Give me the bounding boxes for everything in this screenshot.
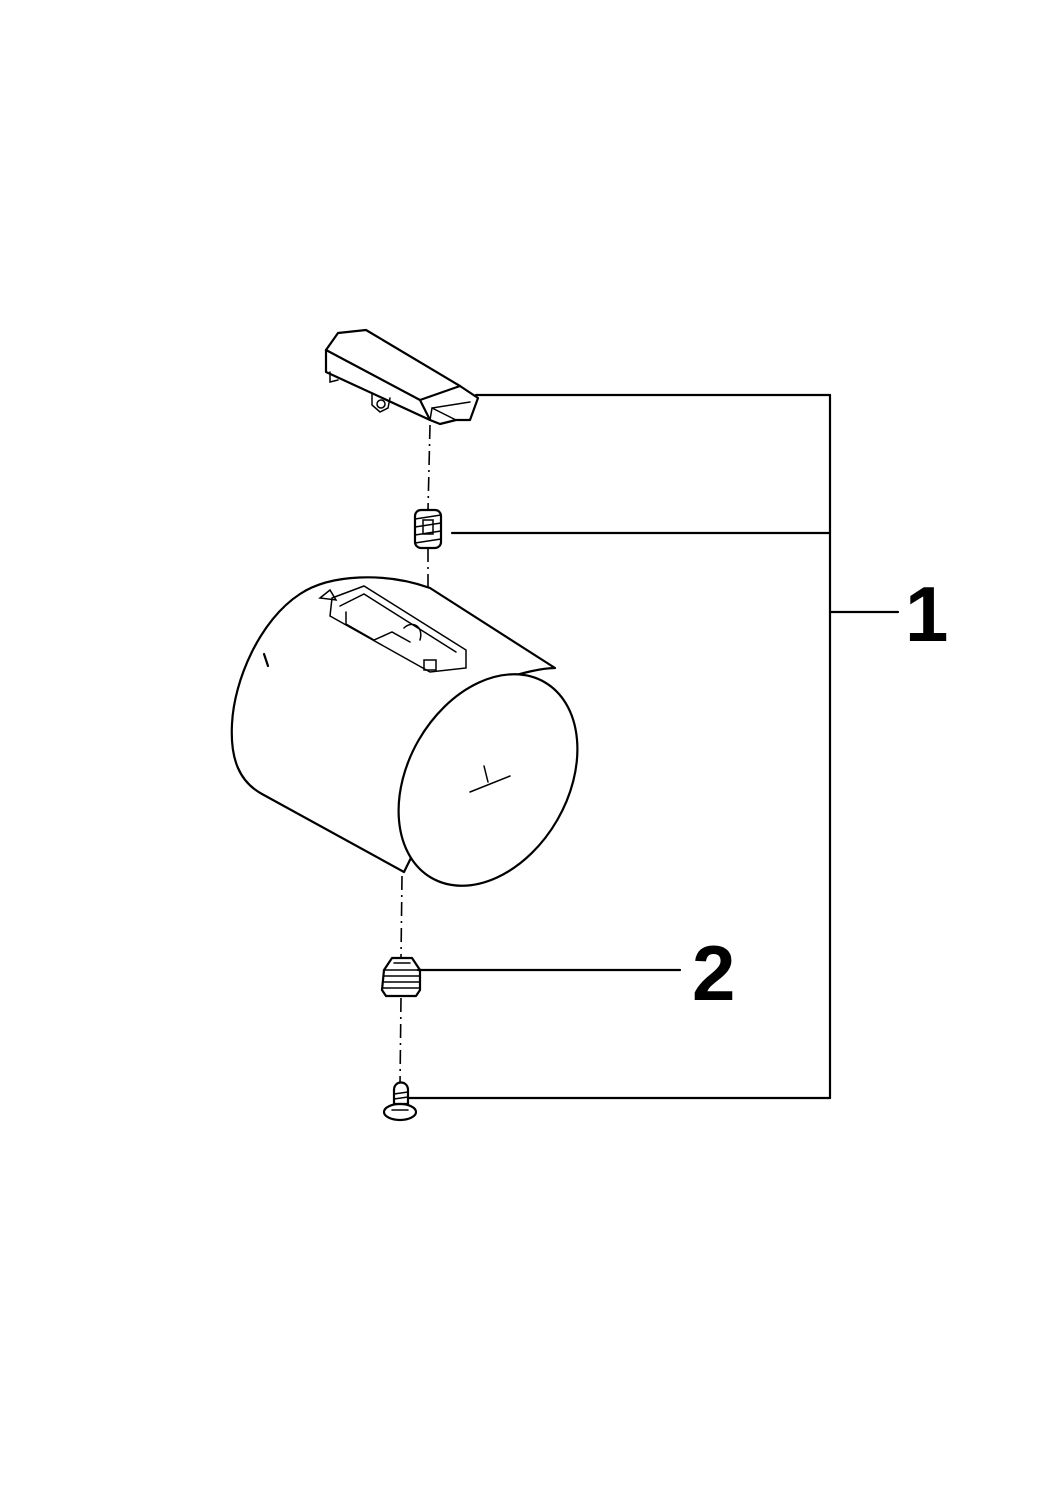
handle-body-part: [230, 576, 579, 887]
axis-segment-bottom: [399, 997, 402, 1086]
upper-spring-part: [413, 508, 443, 550]
callout-2-label: 2: [692, 929, 735, 1017]
lever-cap-part: [324, 328, 480, 426]
callout-1-label: 1: [905, 570, 948, 658]
screw-part: [382, 1081, 418, 1122]
axis-segment-lower: [400, 875, 403, 959]
axis-segment-top: [427, 424, 431, 511]
threaded-insert-part: [380, 956, 422, 998]
leader-lines: [406, 393, 900, 1100]
